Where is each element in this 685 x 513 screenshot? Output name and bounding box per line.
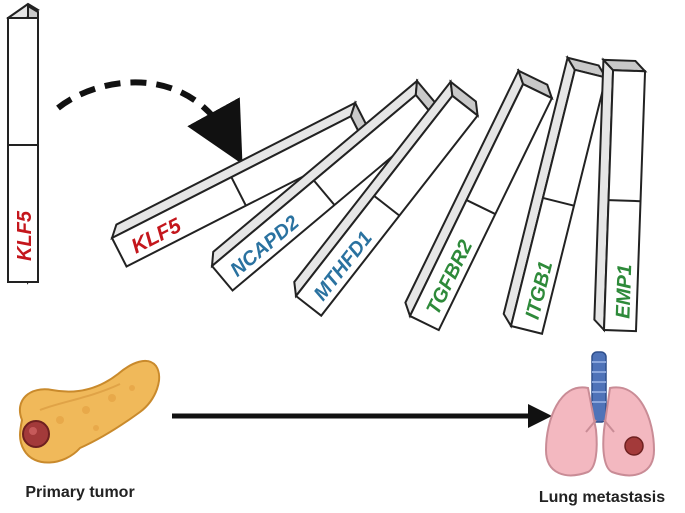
domino-divider — [466, 199, 496, 215]
gene-label: EMP1 — [612, 264, 636, 319]
pancreas-icon — [19, 359, 161, 464]
domino-itgb1: ITGB1 — [502, 55, 609, 335]
domino-divider — [230, 176, 247, 207]
domino-divider — [373, 195, 401, 217]
lungs-icon — [544, 351, 656, 477]
primary-tumor-label: Primary tumor — [25, 484, 134, 501]
gene-label: KLF5 — [14, 210, 36, 261]
domino-tgfbr2: TGFBR2 — [404, 68, 554, 332]
right-lung — [602, 386, 656, 477]
domino-emp1: EMP1 — [593, 57, 648, 333]
curved-dashed-arrow-icon — [56, 79, 243, 165]
metastasis-icon — [624, 436, 644, 456]
domino-divider — [608, 199, 641, 203]
lung-metastasis-label: Lung metastasis — [539, 489, 665, 506]
domino-klf5: KLF5 — [110, 100, 371, 268]
trachea — [591, 351, 607, 423]
arrowhead — [528, 404, 552, 428]
domino-face — [7, 17, 39, 283]
domino-divider — [542, 196, 575, 207]
tumor-icon — [22, 420, 50, 448]
domino-divider — [313, 179, 336, 206]
left-lung — [544, 386, 598, 477]
domino-klf5-upright: KLF5 — [6, 2, 40, 285]
